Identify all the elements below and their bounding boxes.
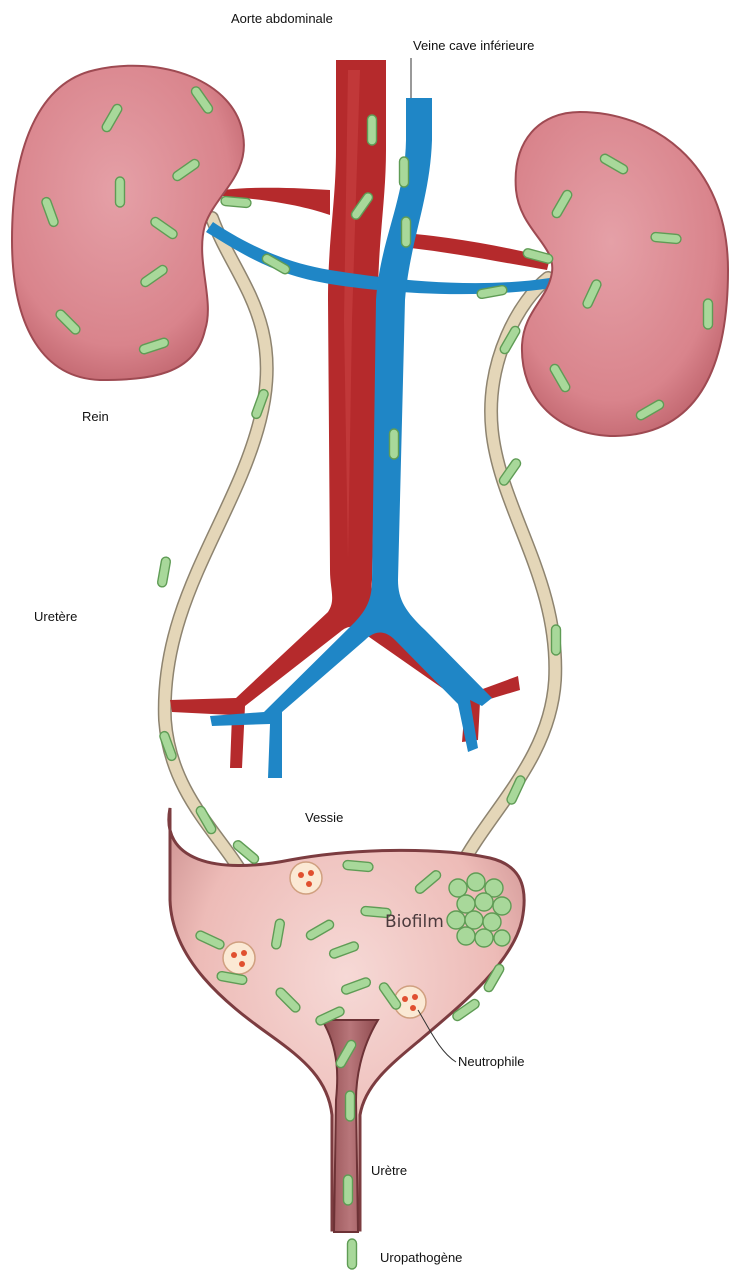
bladder-label: Vessie	[305, 811, 343, 824]
vena-cava-label: Veine cave inférieure	[413, 39, 534, 52]
uropathogen-legend-icon	[348, 1239, 357, 1269]
urethra-label: Urètre	[371, 1164, 407, 1177]
neutrophil-label: Neutrophile	[458, 1055, 525, 1068]
aorta-label: Aorte abdominale	[231, 12, 333, 25]
kidney-label: Rein	[82, 410, 109, 423]
ureter-label: Uretère	[34, 610, 77, 623]
uropathogen-label: Uropathogène	[380, 1251, 462, 1264]
biofilm-label: Biofilm	[385, 914, 444, 931]
